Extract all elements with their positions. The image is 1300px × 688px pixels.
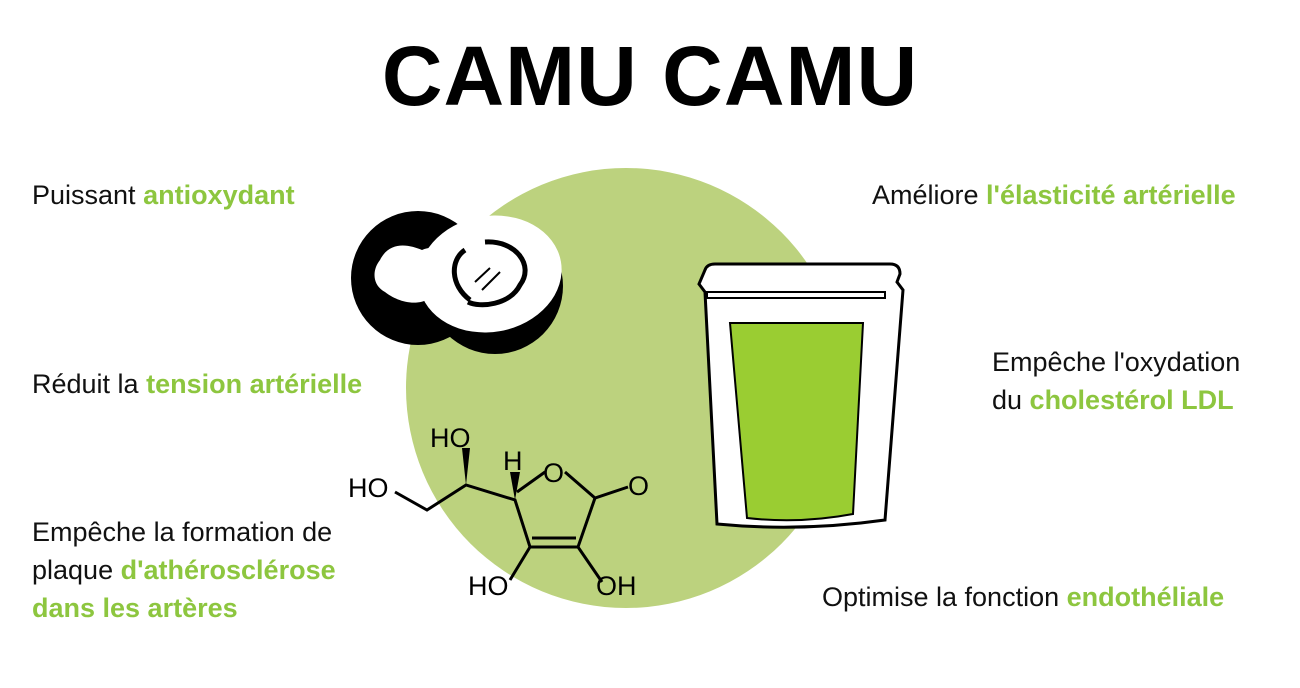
label-h: H [503,446,523,476]
label-ho-bottom: HO [468,571,509,601]
benefit-antioxydant: Puissant antioxydant [32,180,295,210]
label-ho-left: HO [348,473,389,503]
label-oh-bottom: OH [596,571,637,601]
camu-fruit-icon [351,211,563,354]
benefit-endotheliale: Optimise la fonction endothéliale [822,582,1225,612]
label-o-carbonyl: O [628,471,649,501]
benefit-elasticite: Améliore l'élasticité artérielle [872,180,1236,210]
benefit-atherosclerose: Empêche la formation de plaque d'athéros… [32,517,336,623]
label-o-ring: O [543,458,564,488]
benefit-tension: Réduit la tension artérielle [32,369,363,399]
page-title: CAMU CAMU [381,29,919,123]
label-ho-top: HO [430,423,471,453]
powder-pouch-icon [697,262,905,529]
ascorbic-acid-molecule: HO H O O HO HO OH [348,423,649,601]
benefit-cholesterol: Empêche l'oxydation du cholestérol LDL [992,347,1241,415]
